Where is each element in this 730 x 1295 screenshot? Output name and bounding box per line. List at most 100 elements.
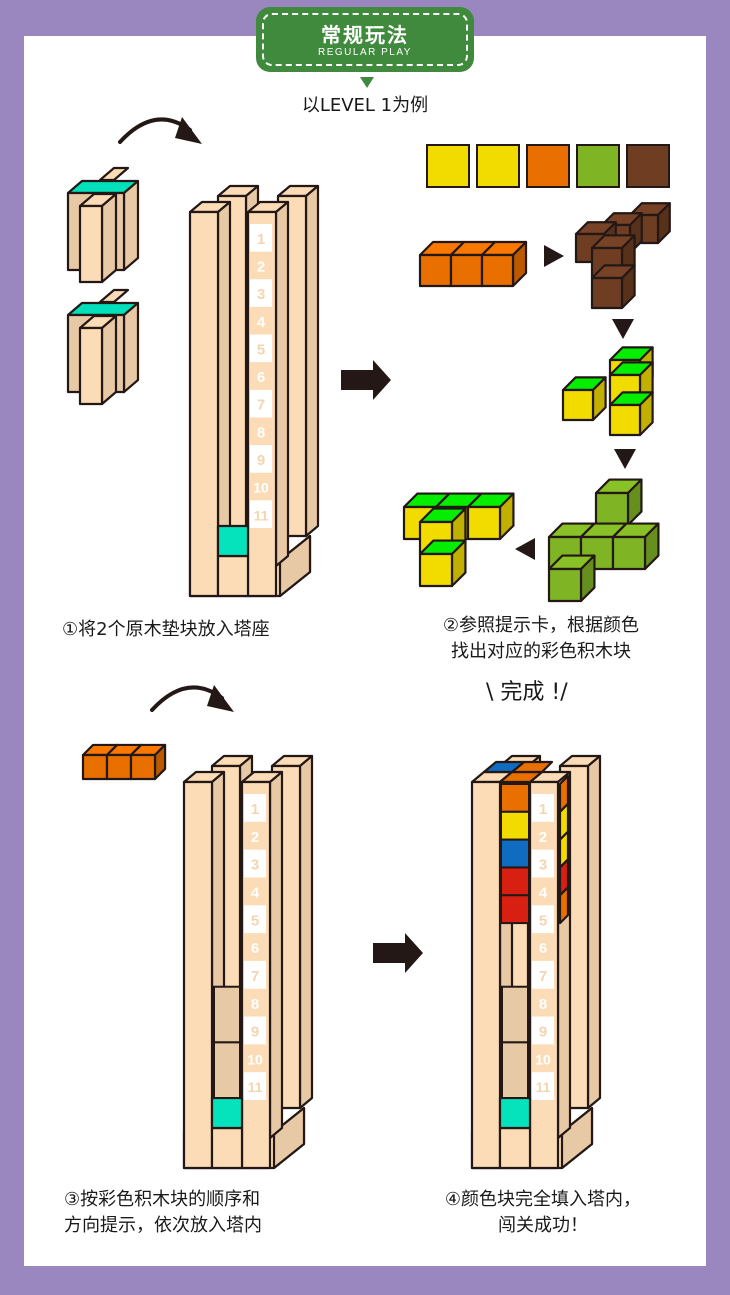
tower-base-front [216, 554, 250, 598]
number-cell [244, 1072, 266, 1100]
hint-card-square [426, 144, 470, 188]
cube-front-face [449, 253, 484, 288]
number-cell [250, 334, 272, 363]
tower-number: 3 [539, 857, 547, 874]
badge-dashed-border [262, 13, 468, 66]
tower-number: 9 [257, 452, 265, 469]
tower-number: 10 [253, 480, 269, 496]
tower-number: 1 [539, 801, 547, 818]
tower-number: 6 [257, 369, 265, 386]
tower-base-side [560, 1106, 594, 1170]
tower-number: 8 [251, 996, 259, 1013]
slot-spacer-block [213, 985, 241, 1044]
step1-caption: ①将2个原木垫块放入塔座 [62, 617, 270, 643]
tower-number: 10 [247, 1051, 263, 1067]
step2-caption-line: 找出对应的彩色积木块 [451, 641, 631, 662]
tower-number: 5 [251, 912, 259, 929]
curve-arrow-head [207, 685, 234, 712]
tower-post-side [216, 200, 232, 568]
badge-title: 常规玩法 [321, 23, 409, 47]
spacer-cap [98, 288, 130, 304]
step1-curve-arrow [118, 117, 202, 144]
placed-color-cube [500, 866, 530, 897]
step1-right-arrow [341, 360, 391, 400]
tower-number: 3 [251, 857, 259, 874]
tower-number: 4 [257, 314, 266, 331]
cube-front-face [81, 753, 109, 781]
cube-front-face [590, 276, 624, 310]
number-cell [244, 1016, 266, 1045]
step4-caption: ④颜色块完全填入塔内， 闯关成功！ [418, 1187, 668, 1239]
badge-subtitle: REGULAR PLAY [318, 47, 412, 58]
number-cell [532, 794, 554, 822]
tower-post-side [268, 770, 284, 1140]
tower-base-front [498, 1126, 532, 1170]
level-example-label: 以LEVEL 1为例 [301, 95, 429, 116]
cube-front-face [611, 535, 647, 571]
wooden-spacer [66, 288, 140, 406]
tower-number: 6 [251, 940, 259, 957]
tower-post-front [182, 780, 214, 1170]
tower-post-front [470, 780, 502, 1170]
down-triangle-icon [360, 77, 374, 88]
tower-number: 8 [539, 996, 547, 1013]
tower-post-side [274, 200, 290, 568]
tower-number: 1 [251, 801, 259, 818]
hint-card-square [476, 144, 520, 188]
placed-color-cube [500, 838, 530, 869]
tower-number: 4 [539, 884, 548, 901]
tower-number: 5 [539, 912, 547, 929]
tower-base-front [210, 1126, 244, 1170]
section-badge: 常规玩法 REGULAR PLAY [256, 7, 474, 72]
curve-arrow-head [175, 117, 202, 144]
cube-front-face [594, 491, 630, 527]
cube-front-face [561, 388, 595, 422]
step3-caption: ③按彩色积木块的顺序和 方向提示，依次放入塔内 [64, 1187, 314, 1239]
tower-number: 11 [254, 507, 269, 523]
number-cell [244, 794, 266, 822]
cube-front-face [105, 753, 133, 781]
tower-number: 10 [535, 1051, 551, 1067]
tower-post-front [188, 210, 220, 598]
tower-post-side [298, 754, 314, 1110]
number-cell [532, 1072, 554, 1100]
spacer-rib-side [100, 314, 118, 406]
number-cell [532, 960, 554, 989]
spacer-side [122, 179, 140, 272]
tower-number: 5 [257, 341, 265, 358]
tower-number: 1 [257, 231, 265, 248]
tower-base-side [272, 1106, 306, 1170]
step1-caption-line: ①将2个原木垫块放入塔座 [62, 619, 270, 640]
hint-card-square [626, 144, 670, 188]
spacer-rib-side [100, 192, 118, 284]
spacer-rib-front [78, 204, 104, 284]
orange-piece [418, 240, 528, 288]
tower-number: 2 [539, 829, 547, 846]
number-cell [532, 849, 554, 878]
slot-spacer-block [501, 1041, 529, 1100]
number-cell [532, 905, 554, 934]
spacer-side [122, 301, 140, 394]
step4-caption-line: ④颜色块完全填入塔内， [444, 1189, 642, 1210]
step3-curve-arrow [150, 685, 234, 712]
tower-number: 11 [248, 1079, 263, 1095]
tower-number: 8 [257, 424, 265, 441]
tower-number: 7 [257, 397, 265, 414]
tower-number: 7 [539, 968, 547, 985]
tower-number: 7 [251, 968, 259, 985]
tower-number: 4 [251, 884, 260, 901]
tower-post-side [304, 184, 320, 538]
cube-front-face [129, 753, 157, 781]
tower-slot-floor [498, 1096, 532, 1130]
slot-spacer-block [501, 985, 529, 1044]
number-cell [250, 279, 272, 307]
number-cell [250, 445, 272, 473]
brown-piece [574, 202, 671, 310]
tower-number: 11 [536, 1079, 551, 1095]
tower-number: 9 [251, 1024, 259, 1041]
tower-base-side [278, 534, 312, 598]
